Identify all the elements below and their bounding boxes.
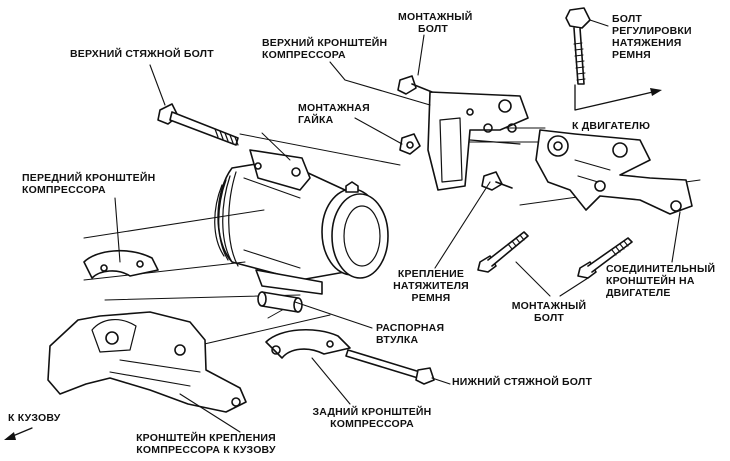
label-lower-clamp-bolt: НИЖНИЙ СТЯЖНОЙ БОЛТ xyxy=(452,376,593,388)
mounting-bolt-top-part xyxy=(397,75,433,95)
label-to-body: К КУЗОВУ xyxy=(8,412,61,424)
label-to-engine: К ДВИГАТЕЛЮ xyxy=(572,120,651,132)
mounting-bolt-bottom-part xyxy=(477,231,633,279)
leader-lines xyxy=(114,19,681,433)
label-belt-adjust-bolt: БОЛТ РЕГУЛИРОВКИ НАТЯЖЕНИЯ РЕМНЯ xyxy=(612,13,692,61)
label-tensioner-mount: КРЕПЛЕНИЕ НАТЯЖИТЕЛЯ РЕМНЯ xyxy=(393,268,469,304)
label-mounting-bolt-bottom: МОНТАЖНЫЙ БОЛТ xyxy=(511,300,587,324)
spacer-sleeve-part xyxy=(257,291,303,313)
upper-clamp-bolt-part xyxy=(157,103,239,146)
lower-clamp-bolt-part xyxy=(345,349,435,385)
rear-bracket-part xyxy=(265,328,351,359)
connecting-bracket-part xyxy=(535,129,693,215)
label-connecting-bracket: СОЕДИНИТЕЛЬНЫЙ КРОНШТЕЙН НА ДВИГАТЕЛЕ xyxy=(606,263,716,299)
compressor-part xyxy=(214,149,389,295)
label-rear-bracket: ЗАДНИЙ КРОНШТЕЙН КОМПРЕССОРА xyxy=(312,406,432,430)
mounting-nut-part xyxy=(399,133,421,155)
upper-bracket-part xyxy=(427,91,529,191)
tensioner-bolt-part xyxy=(481,171,513,191)
label-spacer-sleeve: РАСПОРНАЯ ВТУЛКА xyxy=(376,322,445,346)
label-body-bracket: КРОНШТЕЙН КРЕПЛЕНИЯ КОМПРЕССОРА К КУЗОВУ xyxy=(136,432,276,456)
direction-arrows xyxy=(4,84,662,440)
label-upper-bracket: ВЕРХНИЙ КРОНШТЕЙН КОМПРЕССОРА xyxy=(262,37,388,61)
belt-adjust-bolt-part xyxy=(565,7,591,85)
body-bracket-part xyxy=(47,311,247,413)
label-upper-clamp-bolt: ВЕРХНИЙ СТЯЖНОЙ БОЛТ xyxy=(70,48,214,60)
label-front-bracket: ПЕРЕДНИЙ КРОНШТЕЙН КОМПРЕССОРА xyxy=(22,172,156,196)
label-mounting-nut: МОНТАЖНАЯ ГАЙКА xyxy=(298,102,370,126)
label-mounting-bolt-top: МОНТАЖНЫЙ БОЛТ xyxy=(398,11,473,35)
front-bracket-part xyxy=(83,249,159,279)
